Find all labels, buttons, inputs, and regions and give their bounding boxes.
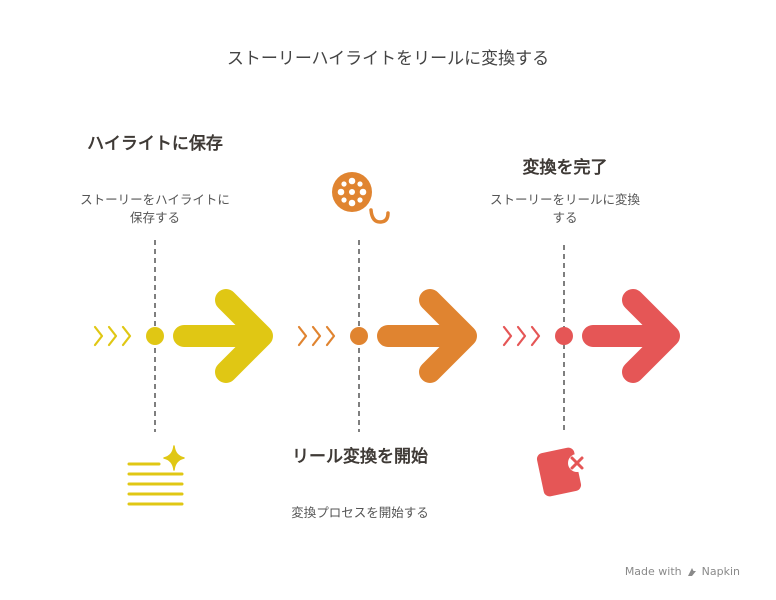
chevron-icon	[530, 325, 541, 347]
chevron-icon	[107, 325, 118, 347]
step-3-segment	[502, 289, 680, 383]
step-3-description: ストーリーをリールに変換する	[490, 192, 641, 225]
list-sparkle-icon	[127, 445, 185, 506]
step-3-dot	[555, 327, 573, 345]
diagram-title: ストーリーハイライトをリールに変換する	[226, 49, 550, 69]
step-1-segment	[93, 289, 273, 383]
step-1-title: ハイライトに保存	[87, 134, 223, 154]
square-x-icon	[536, 447, 586, 497]
step-2-dot	[350, 327, 368, 345]
step-2-segment	[297, 289, 477, 383]
step-2-description: 変換プロセスを開始する	[291, 505, 429, 520]
chevron-icon	[311, 325, 322, 347]
chevron-icon	[502, 325, 513, 347]
step-2-title: リール変換を開始	[292, 447, 428, 467]
arrow-right-icon	[173, 289, 273, 383]
footer-text: Made with	[624, 565, 682, 578]
chevron-icon	[121, 325, 132, 347]
chevron-icon	[297, 325, 308, 347]
step-1-description: ストーリーをハイライトに保存する	[80, 192, 230, 225]
chevron-icon	[325, 325, 336, 347]
step-3-title: 変換を完了	[522, 158, 608, 178]
footer-brand: Napkin	[701, 565, 740, 578]
arrow-right-icon	[377, 289, 477, 383]
chevron-icon	[93, 325, 104, 347]
arrow-right-icon	[582, 289, 680, 383]
napkin-logo-icon	[687, 567, 696, 576]
step-1-dot	[146, 327, 164, 345]
film-reel-icon	[332, 172, 390, 224]
made-with-footer[interactable]: Made with Napkin	[625, 565, 740, 578]
chevron-icon	[516, 325, 527, 347]
